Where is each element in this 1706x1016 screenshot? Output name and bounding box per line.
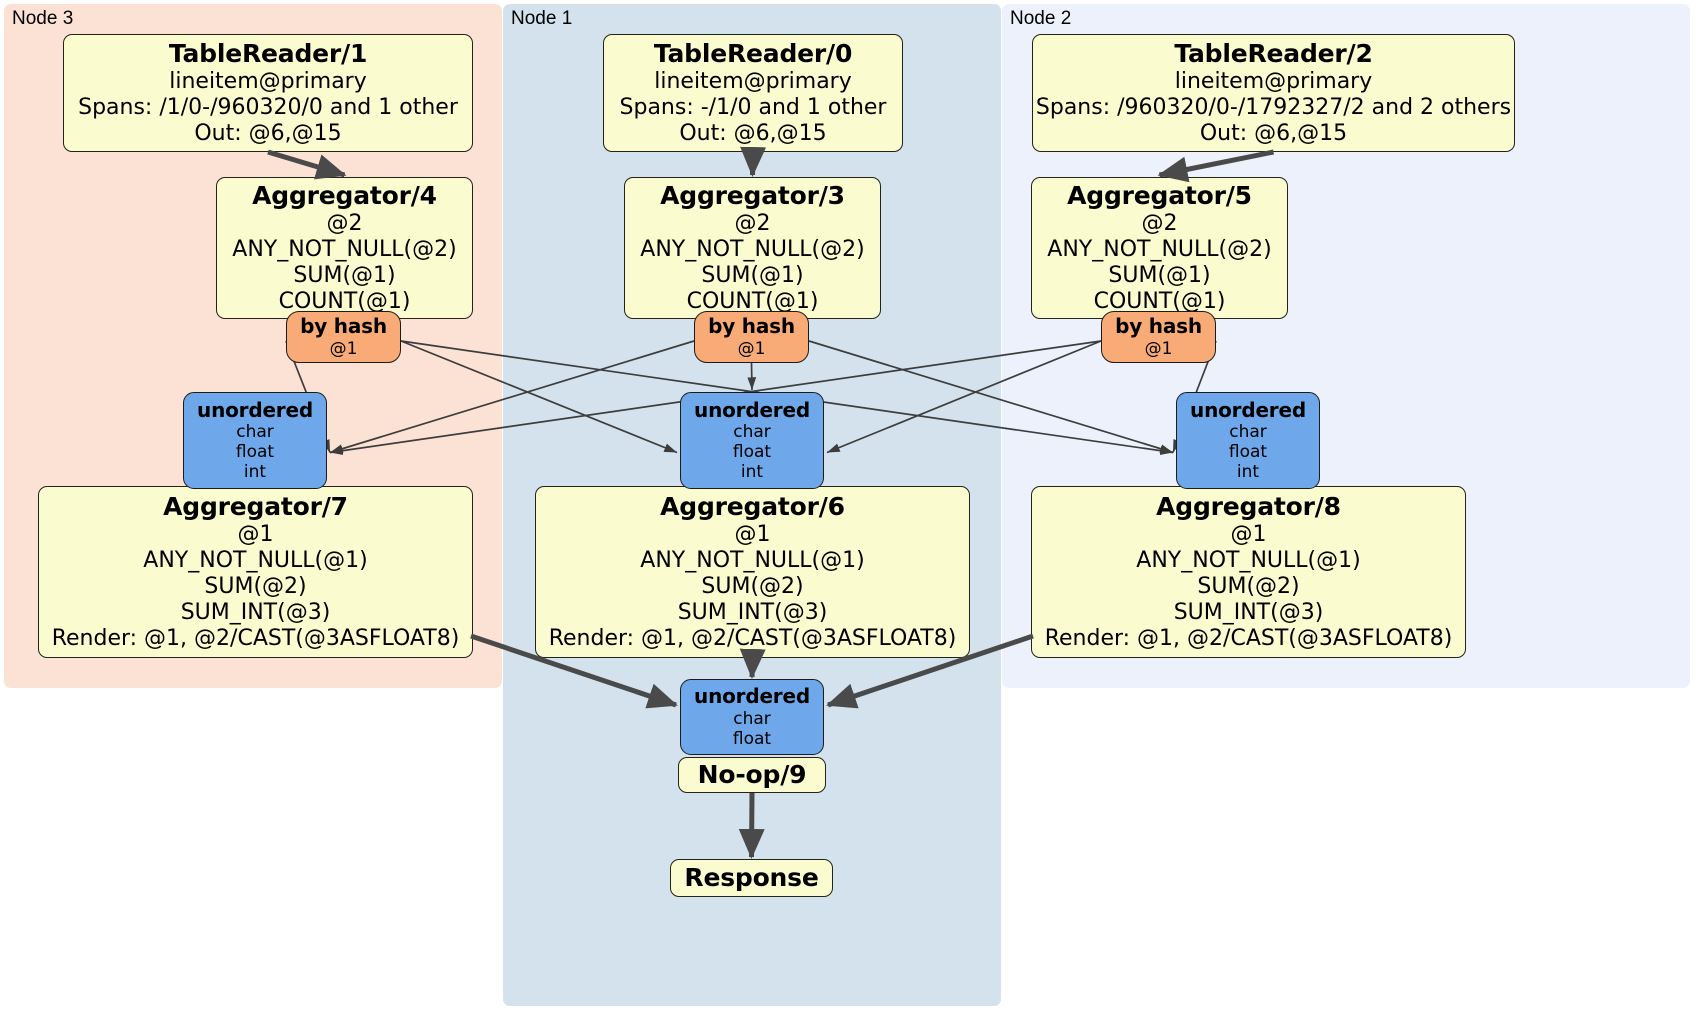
node-detail-line: @1 — [1144, 338, 1173, 359]
cluster-label-node1: Node 1 — [511, 8, 573, 29]
node-detail-line: SUM(@2) — [701, 573, 804, 599]
node-title: TableReader/2 — [1174, 39, 1373, 69]
node-detail-line: Render: @1, @2/CAST(@3ASFLOAT8) — [1044, 625, 1453, 651]
node-title: unordered — [197, 397, 313, 422]
node-detail-line: @1 — [734, 521, 771, 547]
node-detail-line: ANY_NOT_NULL(@1) — [1136, 547, 1361, 573]
node-detail-line: Spans: -/1/0 and 1 other — [619, 94, 887, 120]
node-detail-line: char — [733, 708, 771, 729]
node-detail-line: @2 — [1141, 210, 1178, 236]
node-noop-9[interactable]: No-op/9 — [678, 757, 826, 793]
node-detail-line: COUNT(@1) — [278, 288, 411, 314]
node-title: Aggregator/8 — [1156, 492, 1341, 522]
node-detail-line: ANY_NOT_NULL(@1) — [143, 547, 368, 573]
node-detail-line: char — [733, 422, 771, 443]
node-title: unordered — [694, 397, 810, 422]
node-detail-line: char — [236, 422, 274, 443]
node-detail-line: SUM(@1) — [293, 262, 396, 288]
node-detail-line: int — [740, 462, 764, 483]
router-by-hash-3[interactable]: by hash@1 — [694, 311, 809, 363]
node-title: by hash — [1115, 314, 1202, 339]
node-title: Aggregator/3 — [660, 181, 845, 211]
node-detail-line: @2 — [734, 210, 771, 236]
node-title: unordered — [1190, 397, 1306, 422]
node-detail-line: SUM(@1) — [1108, 262, 1211, 288]
node-detail-line: SUM(@2) — [1197, 573, 1300, 599]
node-detail-line: @1 — [1230, 521, 1267, 547]
node-response[interactable]: Response — [670, 859, 833, 897]
node-detail-line: SUM(@1) — [701, 262, 804, 288]
node-detail-line: Out: @6,@15 — [1199, 120, 1348, 146]
node-detail-line: ANY_NOT_NULL(@1) — [640, 547, 865, 573]
node-detail-line: ANY_NOT_NULL(@2) — [232, 236, 457, 262]
node-title: Response — [684, 863, 819, 893]
node-title: Aggregator/4 — [252, 181, 437, 211]
node-detail-line: int — [243, 462, 267, 483]
node-detail-line: SUM_INT(@3) — [180, 599, 331, 625]
node-detail-line: lineitem@primary — [654, 68, 852, 94]
node-detail-line: Out: @6,@15 — [679, 120, 827, 146]
node-detail-line: SUM_INT(@3) — [1173, 599, 1324, 625]
node-title: TableReader/1 — [168, 39, 368, 69]
node-detail-line: @1 — [237, 521, 274, 547]
router-by-hash-5[interactable]: by hash@1 — [1101, 311, 1216, 363]
node-title: TableReader/0 — [653, 39, 853, 69]
node-detail-line: float — [235, 442, 275, 463]
node-detail-line: lineitem@primary — [1174, 68, 1373, 94]
node-detail-line: ANY_NOT_NULL(@2) — [640, 236, 865, 262]
node-detail-line: Spans: /960320/0-/1792327/2 and 2 others — [1035, 94, 1512, 120]
cluster-label-node2: Node 2 — [1010, 8, 1072, 29]
node-detail-line: Render: @1, @2/CAST(@3ASFLOAT8) — [51, 625, 460, 651]
node-detail-line: float — [1228, 442, 1268, 463]
node-detail-line: float — [732, 442, 772, 463]
node-detail-line: ANY_NOT_NULL(@2) — [1047, 236, 1272, 262]
node-detail-line: lineitem@primary — [169, 68, 367, 94]
node-detail-line: @1 — [737, 338, 766, 359]
node-detail-line: COUNT(@1) — [1093, 288, 1226, 314]
node-title: by hash — [300, 314, 387, 339]
node-detail-line: int — [1236, 462, 1260, 483]
node-detail-line: COUNT(@1) — [686, 288, 819, 314]
node-detail-line: @1 — [329, 338, 358, 359]
node-detail-line: SUM_INT(@3) — [677, 599, 828, 625]
node-detail-line: Render: @1, @2/CAST(@3ASFLOAT8) — [548, 625, 957, 651]
router-by-hash-4[interactable]: by hash@1 — [286, 311, 401, 363]
node-title: Aggregator/5 — [1067, 181, 1252, 211]
node-title: Aggregator/6 — [660, 492, 845, 522]
node-title: unordered — [694, 684, 810, 709]
node-detail-line: float — [732, 728, 772, 749]
node-title: No-op/9 — [697, 760, 807, 790]
node-detail-line: Spans: /1/0-/960320/0 and 1 other — [78, 94, 458, 120]
node-detail-line: SUM(@2) — [204, 573, 307, 599]
node-detail-line: char — [1229, 422, 1267, 443]
node-detail-line: @2 — [326, 210, 363, 236]
cluster-label-node3: Node 3 — [12, 8, 74, 29]
node-title: Aggregator/7 — [163, 492, 348, 522]
node-title: by hash — [708, 314, 795, 339]
node-detail-line: Out: @6,@15 — [194, 120, 342, 146]
